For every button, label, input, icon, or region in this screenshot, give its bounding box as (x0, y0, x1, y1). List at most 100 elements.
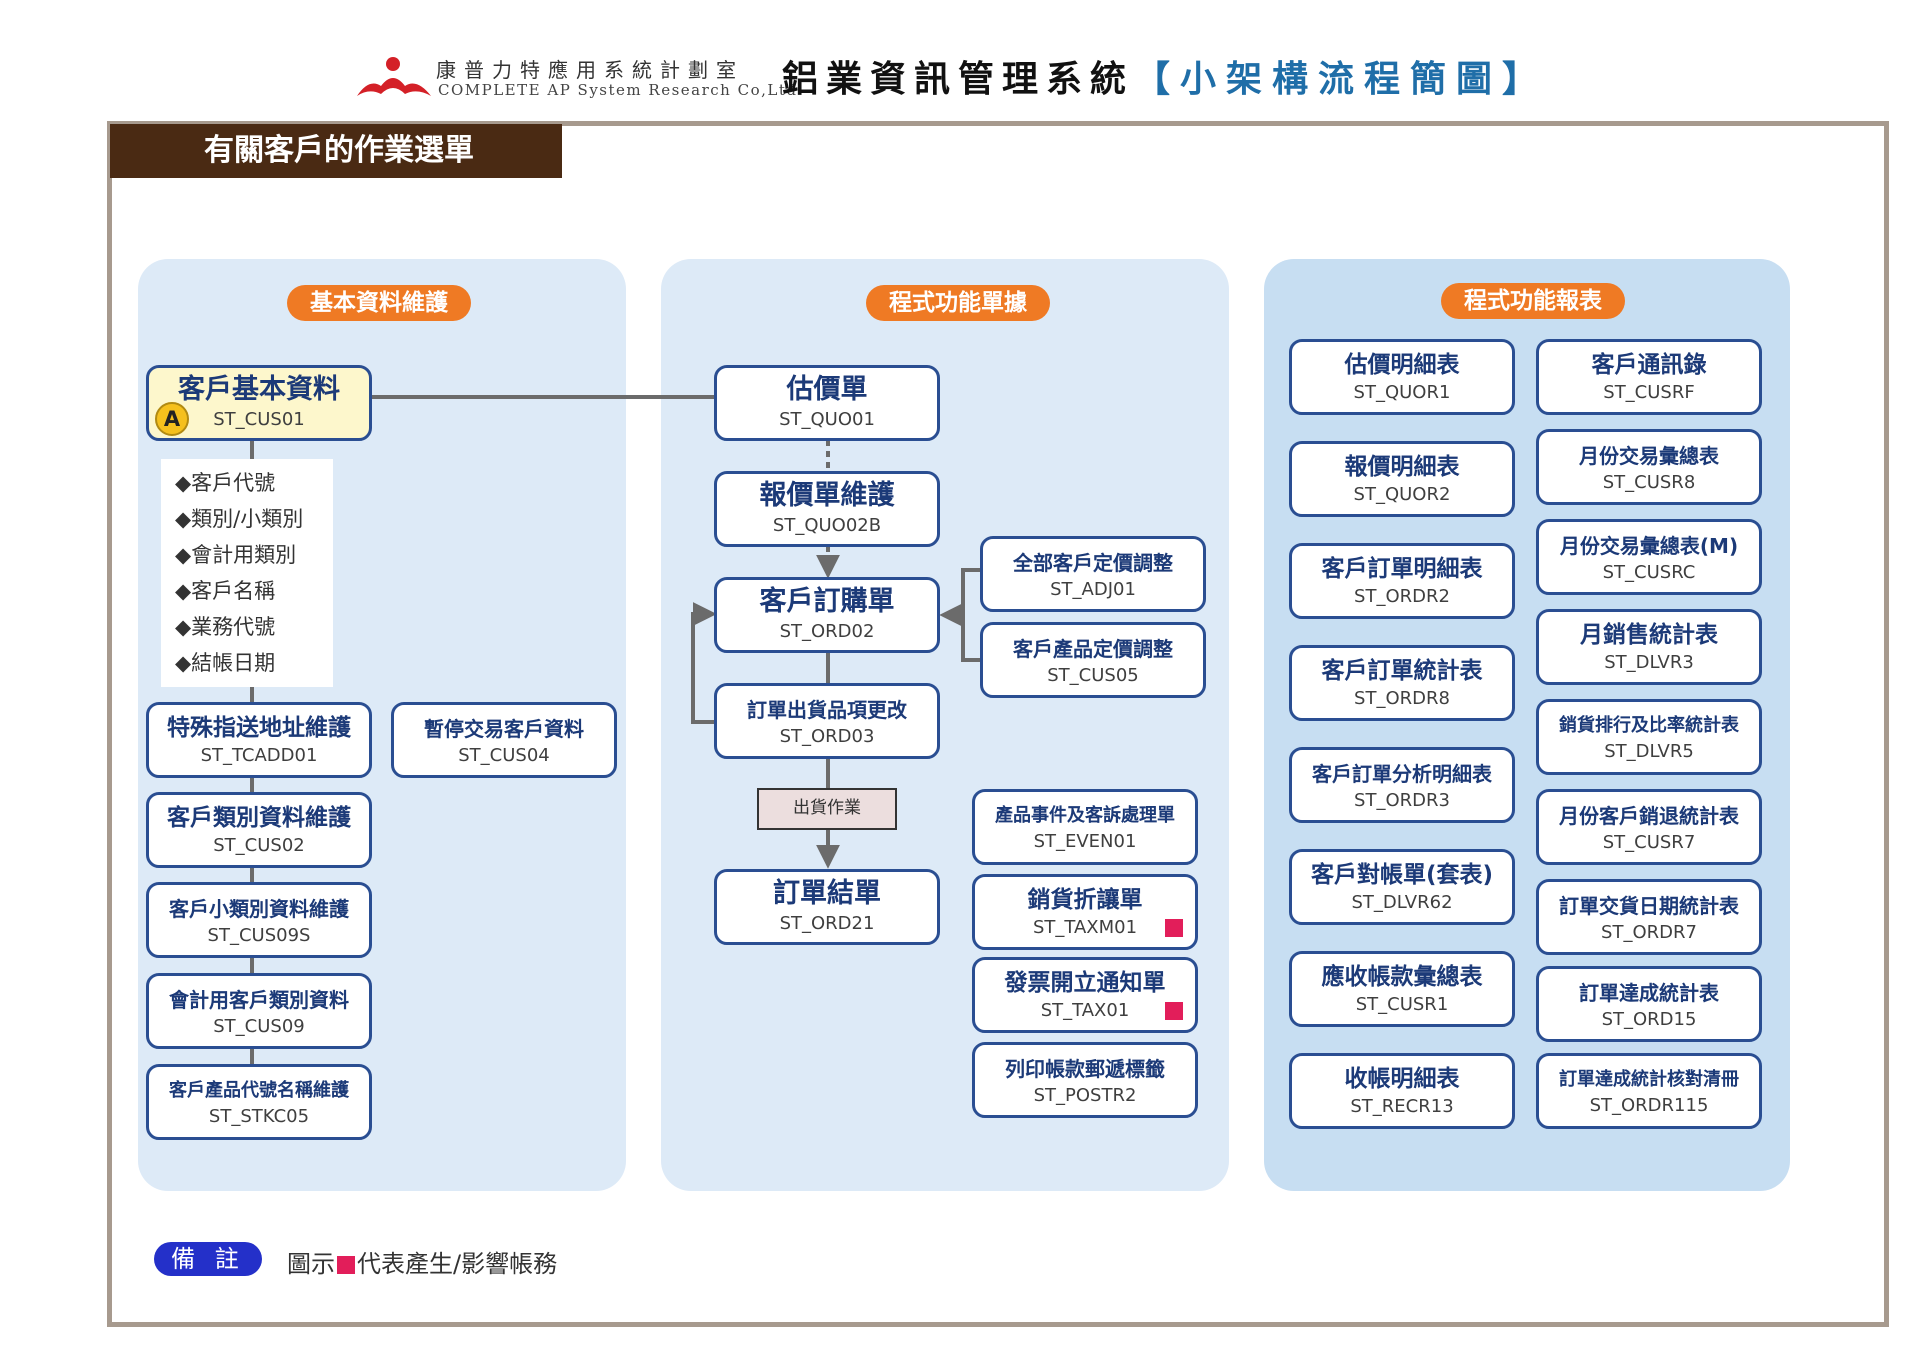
customer-subcategory-box[interactable]: 客戶小類別資料維護 ST_CUS09S (146, 882, 372, 958)
box-title: 客戶產品代號名稱維護 (169, 1080, 349, 1101)
accounting-marker-icon (1165, 919, 1183, 937)
box-code: ST_ORDR7 (1601, 922, 1697, 943)
box-title: 客戶產品定價調整 (1013, 637, 1173, 661)
report-box[interactable]: 客戶訂單明細表 ST_ORDR2 (1289, 543, 1515, 619)
report-box[interactable]: 客戶對帳單(套表) ST_DLVR62 (1289, 849, 1515, 925)
box-code: ST_CUS04 (458, 745, 550, 766)
accounting-marker-icon (1165, 1002, 1183, 1020)
company-logo-icon (357, 57, 431, 96)
box-code: ST_CUS09 (213, 1016, 305, 1037)
report-box[interactable]: 月份交易彙總表(M) ST_CUSRC (1536, 519, 1762, 595)
order-change-box[interactable]: 訂單出貨品項更改 ST_ORD03 (714, 683, 940, 759)
box-code: ST_QUO02B (772, 515, 882, 536)
box-title: 估價單 (786, 374, 868, 405)
box-title: 暫停交易客戶資料 (424, 717, 584, 741)
section-tab: 有關客戶的作業選單 (110, 124, 562, 178)
product-code-box[interactable]: 客戶產品代號名稱維護 ST_STKC05 (146, 1064, 372, 1140)
box-code: ST_DLVR5 (1604, 741, 1694, 762)
box-title: 客戶訂購單 (759, 586, 895, 617)
report-box[interactable]: 訂單達成統計表 ST_ORD15 (1536, 966, 1762, 1042)
attribute-item: ◆業務代號 (175, 615, 276, 639)
company-name-en: COMPLETE AP System Research Co,Ltd (438, 81, 798, 99)
box-title: 報價明細表 (1344, 454, 1460, 480)
box-title: 訂單達成統計核對清冊 (1559, 1069, 1739, 1090)
box-code: ST_DLVR3 (1604, 652, 1694, 673)
box-code: ST_STKC05 (208, 1106, 310, 1127)
invoice-notice-box[interactable]: 發票開立通知單 ST_TAX01 (972, 957, 1198, 1033)
box-title: 客戶小類別資料維護 (169, 897, 349, 921)
special-address-box[interactable]: 特殊指送地址維護 ST_TCADD01 (146, 702, 372, 778)
note-suffix: 代表產生/影響帳務 (357, 1250, 558, 1278)
box-code: ST_ORD15 (1601, 1009, 1697, 1030)
report-box[interactable]: 月份客戶銷退統計表 ST_CUSR7 (1536, 789, 1762, 865)
report-box[interactable]: 收帳明細表 ST_RECR13 (1289, 1053, 1515, 1129)
box-title: 銷貨折讓單 (1027, 887, 1143, 913)
customer-category-box[interactable]: 客戶類別資料維護 ST_CUS02 (146, 792, 372, 868)
report-box[interactable]: 估價明細表 ST_QUOR1 (1289, 339, 1515, 415)
box-code: ST_ORD21 (779, 913, 875, 934)
box-code: ST_CUSR1 (1355, 994, 1449, 1015)
box-code: ST_CUSR7 (1602, 832, 1696, 853)
all-price-adjust-box[interactable]: 全部客戶定價調整 ST_ADJ01 (980, 536, 1206, 612)
report-box[interactable]: 客戶通訊錄 ST_CUSRF (1536, 339, 1762, 415)
report-box[interactable]: 應收帳款彙總表 ST_CUSR1 (1289, 951, 1515, 1027)
report-box[interactable]: 客戶訂單分析明細表 ST_ORDR3 (1289, 747, 1515, 823)
box-code: ST_ORDR115 (1589, 1095, 1709, 1116)
box-code: ST_QUO01 (779, 409, 875, 430)
report-box[interactable]: 報價明細表 ST_QUOR2 (1289, 441, 1515, 517)
box-title: 發票開立通知單 (1004, 970, 1166, 996)
box-code: ST_TCADD01 (200, 745, 318, 766)
event-complaint-box[interactable]: 產品事件及客訴處理單 ST_EVEN01 (972, 789, 1198, 865)
report-box[interactable]: 月銷售統計表 ST_DLVR3 (1536, 609, 1762, 685)
quote-box[interactable]: 報價單維護 ST_QUO02B (714, 471, 940, 547)
box-title: 月份交易彙總表(M) (1559, 534, 1739, 558)
box-title: 月份客戶銷退統計表 (1559, 804, 1739, 828)
box-code: ST_CUS09S (207, 925, 311, 946)
customer-master-title: 客戶基本資料 (178, 374, 340, 405)
bracket-price-adjust (961, 568, 980, 662)
report-box[interactable]: 客戶訂單統計表 ST_ORDR8 (1289, 645, 1515, 721)
note-prefix: 圖示 (287, 1250, 335, 1278)
attribute-item: ◆客戶代號 (175, 471, 276, 495)
shipping-step: 出貨作業 (757, 788, 897, 830)
box-title: 客戶訂單統計表 (1321, 658, 1483, 684)
box-code: ST_QUOR2 (1353, 484, 1451, 505)
box-title: 列印帳款郵遞標籤 (1005, 1057, 1165, 1081)
box-title: 報價單維護 (759, 480, 895, 511)
box-title: 客戶類別資料維護 (167, 805, 351, 831)
report-box[interactable]: 訂單交貨日期統計表 ST_ORDR7 (1536, 879, 1762, 955)
product-price-adjust-box[interactable]: 客戶產品定價調整 ST_CUS05 (980, 622, 1206, 698)
box-code: ST_DLVR62 (1351, 892, 1453, 913)
suspended-customer-box[interactable]: 暫停交易客戶資料 ST_CUS04 (391, 702, 617, 778)
box-code: ST_QUOR1 (1353, 382, 1451, 403)
box-code: ST_CUS02 (213, 835, 305, 856)
box-title: 會計用客戶類別資料 (169, 988, 349, 1012)
box-code: ST_TAXM01 (1032, 917, 1138, 938)
content-frame (107, 121, 1889, 1327)
estimate-box[interactable]: 估價單 ST_QUO01 (714, 365, 940, 441)
note-badge: 備 註 (154, 1242, 262, 1276)
column-header-functions: 程式功能單據 (866, 285, 1050, 321)
customer-attribute-list: ◆客戶代號 ◆類別/小類別 ◆會計用類別 ◆客戶名稱 ◆業務代號 ◆結帳日期 (161, 459, 333, 687)
report-box[interactable]: 訂單達成統計核對清冊 ST_ORDR115 (1536, 1053, 1762, 1129)
system-title: 鋁業資訊管理系統 (782, 59, 1135, 100)
attribute-item: ◆客戶名稱 (175, 579, 276, 603)
report-box[interactable]: 月份交易彙總表 ST_CUSR8 (1536, 429, 1762, 505)
mail-label-box[interactable]: 列印帳款郵遞標籤 ST_POSTR2 (972, 1042, 1198, 1118)
box-title: 產品事件及客訴處理單 (995, 805, 1175, 826)
box-code: ST_CUSRC (1602, 562, 1696, 583)
order-close-box[interactable]: 訂單結單 ST_ORD21 (714, 869, 940, 945)
company-name-cn: 康普力特應用系統計劃室 (436, 58, 744, 82)
accounting-category-box[interactable]: 會計用客戶類別資料 ST_CUS09 (146, 973, 372, 1049)
report-box[interactable]: 銷貨排行及比率統計表 ST_DLVR5 (1536, 699, 1762, 775)
box-code: ST_ORD03 (779, 726, 875, 747)
box-title: 客戶訂單明細表 (1321, 556, 1483, 582)
badge-a-icon: A (155, 402, 189, 436)
box-code: ST_ORD02 (779, 621, 875, 642)
attribute-item: ◆會計用類別 (175, 543, 297, 567)
customer-order-box[interactable]: 客戶訂購單 ST_ORD02 (714, 577, 940, 653)
sales-discount-box[interactable]: 銷貨折讓單 ST_TAXM01 (972, 874, 1198, 950)
box-title: 客戶對帳單(套表) (1310, 862, 1494, 888)
note-text: 圖示代表產生/影響帳務 (287, 1244, 557, 1279)
